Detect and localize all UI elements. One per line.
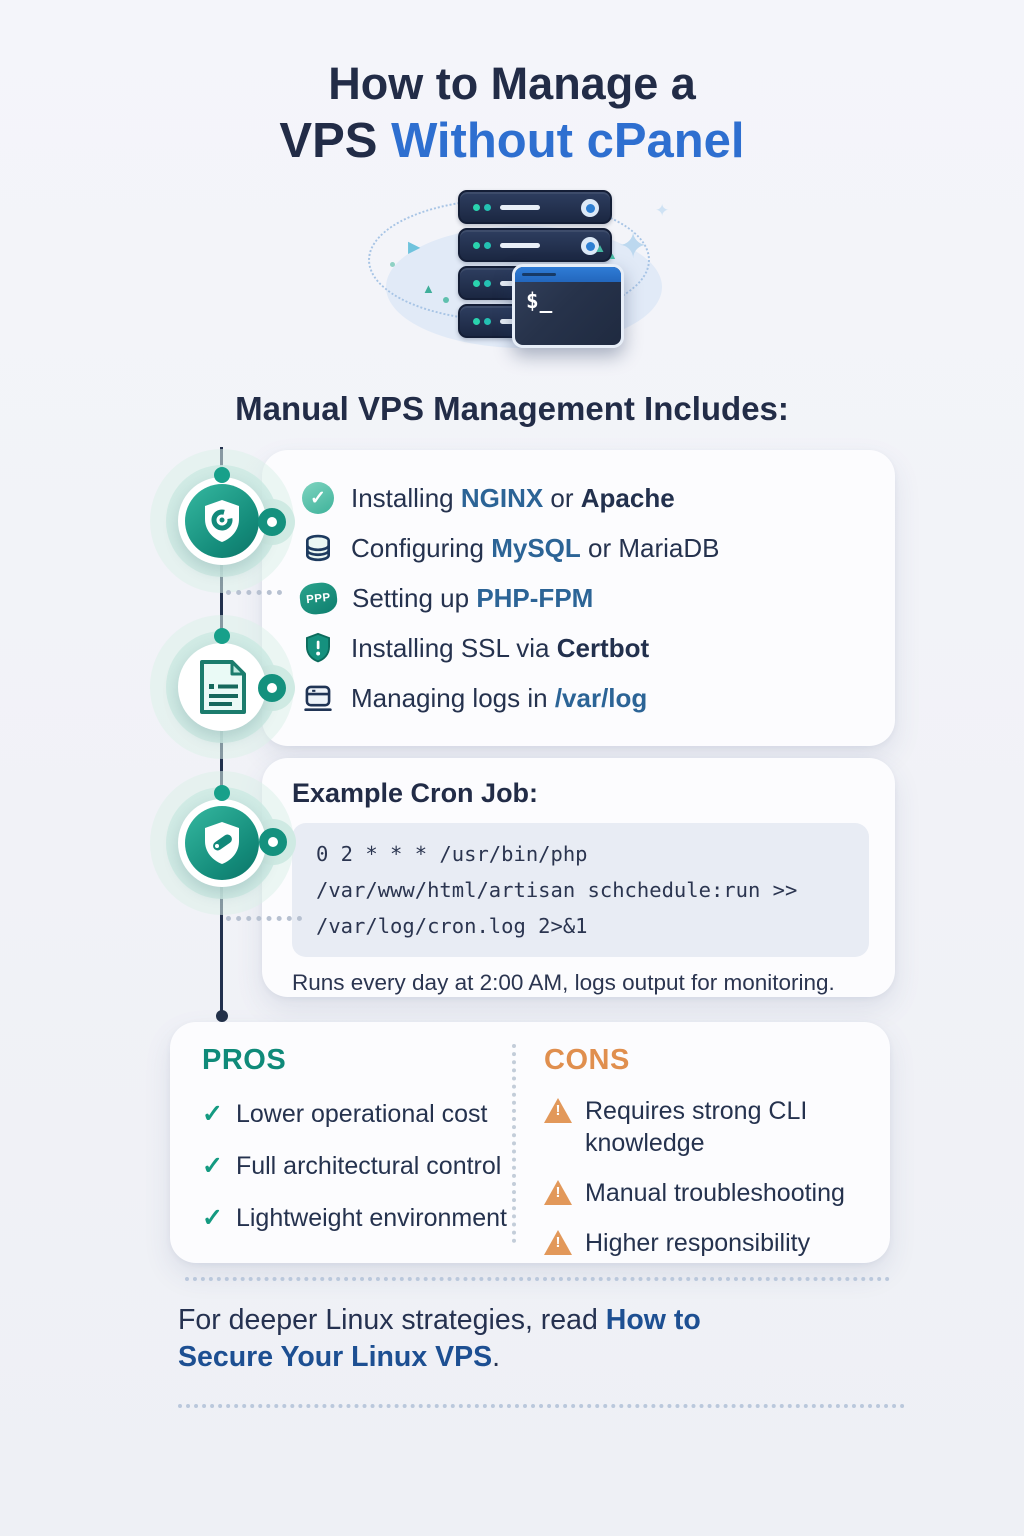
terminal-titlebar — [515, 267, 621, 282]
timeline-end-dot — [216, 1010, 228, 1022]
footer-text-run: For deeper Linux strategies, read — [178, 1304, 606, 1336]
dot-sparkle-icon — [443, 297, 449, 303]
shield-pill-icon — [205, 822, 239, 864]
con-item: ! Requires strong CLI knowledge — [544, 1095, 890, 1159]
dotted-separator — [185, 1277, 890, 1281]
checklist-item: Configuring MySQL or MariaDB — [262, 533, 895, 565]
checklist-item: PPP Setting up PHP-FPM — [262, 581, 895, 616]
checklist-item-text: Setting up PHP-FPM — [352, 582, 594, 613]
triangle-sparkle-icon: ▶ — [408, 239, 421, 256]
footer-article-link[interactable]: How to Secure Your Linux VPS — [178, 1304, 701, 1373]
pro-item-text: Full architectural control — [235, 1151, 502, 1180]
dotted-separator — [178, 1404, 905, 1408]
sparkle-icon: ✦ — [655, 201, 670, 220]
dotted-connector — [226, 916, 302, 921]
timeline-dot — [214, 785, 230, 801]
php-badge-icon: PPP — [298, 581, 339, 616]
section-heading: Manual VPS Management Includes: — [235, 390, 789, 427]
terminal-window-icon: $_ — [512, 264, 624, 348]
column-divider — [512, 1044, 516, 1243]
page-title-accent: Without cPanel — [391, 114, 745, 168]
checklist-item-text: Installing SSL via Certbot — [351, 632, 650, 663]
checklist-item: Installing SSL via Certbot — [262, 632, 895, 664]
page-title-vps: VPS — [279, 114, 392, 168]
cron-code-line: /var/log/cron.log 2>&1 — [316, 914, 588, 938]
checklist-item-text: Managing logs in /var/log — [351, 682, 648, 713]
checklist-item-text: Configuring MySQL or MariaDB — [351, 533, 720, 564]
server-rack-row — [458, 190, 612, 224]
pro-item: ✓ Lower operational cost — [202, 1099, 512, 1129]
document-icon — [200, 660, 246, 714]
page-title-line2: VPS Without cPanel — [0, 113, 1024, 169]
cron-card: Example Cron Job: 0 2 * * * /usr/bin/php… — [262, 758, 895, 997]
pros-title: PROS — [202, 1044, 287, 1076]
triangle-sparkle-icon: ▲ — [594, 241, 606, 255]
check-icon: ✓ — [202, 1152, 223, 1180]
shield-gear-icon — [205, 500, 239, 542]
cron-code-line: /var/www/html/artisan schchedule:run >> — [316, 878, 798, 902]
pros-column: PROS ✓ Lower operational cost ✓ Full archit… — [170, 1022, 512, 1263]
ring-icon — [258, 674, 286, 702]
cron-caption: Runs every day at 2:00 AM, logs output f… — [292, 970, 835, 995]
timeline-dot — [214, 628, 230, 644]
cron-code-line: 0 2 * * * /usr/bin/php — [316, 842, 588, 866]
con-item-text: Manual troubleshooting — [585, 1179, 845, 1207]
timeline-dot — [214, 467, 230, 483]
cons-title: CONS — [544, 1044, 630, 1076]
sparkle-icon: ✦ — [618, 225, 649, 266]
footer-note: For deeper Linux strategies, read How to… — [178, 1302, 798, 1376]
pros-cons-card: PROS ✓ Lower operational cost ✓ Full archit… — [170, 1022, 890, 1263]
server-rack-row — [458, 228, 612, 262]
pro-item: ✓ Lightweight environment — [202, 1203, 512, 1233]
con-item-text: Requires strong CLI knowledge — [585, 1097, 808, 1157]
check-icon: ✓ — [202, 1100, 223, 1128]
page-title-line1: How to Manage a — [328, 58, 696, 109]
ring-icon — [258, 508, 286, 536]
triangle-sparkle-icon: ▲ — [608, 251, 617, 261]
terminal-prompt: $_ — [526, 289, 554, 313]
warning-icon: ! — [544, 1180, 572, 1205]
database-icon — [300, 533, 336, 565]
con-item: ! Manual troubleshooting — [544, 1177, 890, 1209]
checklist-item: ✓ Installing NGINX or Apache — [262, 482, 895, 515]
pro-item-text: Lightweight environment — [235, 1203, 507, 1232]
ring-icon — [259, 828, 287, 856]
triangle-sparkle-icon: ▲ — [422, 281, 435, 296]
pros-list: ✓ Lower operational cost ✓ Full architectur… — [202, 1099, 512, 1233]
checklist-item: Managing logs in /var/log — [262, 683, 895, 714]
logs-icon — [300, 683, 336, 713]
cons-list: ! Requires strong CLI knowledge! Manual tr… — [544, 1095, 890, 1259]
dot-sparkle-icon — [390, 262, 395, 267]
server-led-icon — [581, 237, 599, 255]
con-item-text: Higher responsibility — [585, 1229, 811, 1257]
cron-title: Example Cron Job: — [292, 778, 539, 808]
ssl-shield-icon — [300, 632, 336, 664]
warning-icon: ! — [544, 1098, 572, 1123]
checklist-item-text: Installing NGINX or Apache — [351, 482, 675, 513]
warning-icon: ! — [544, 1230, 572, 1255]
check-icon: ✓ — [202, 1204, 223, 1232]
dotted-connector — [226, 590, 282, 595]
cons-column: CONS ! Requires strong CLI knowledge! Manu… — [516, 1022, 890, 1263]
server-led-icon — [581, 199, 599, 217]
pro-item: ✓ Full architectural control — [202, 1151, 512, 1181]
pro-item-text: Lower operational cost — [235, 1099, 488, 1128]
con-item: ! Higher responsibility — [544, 1227, 890, 1259]
footer-text-run: . — [492, 1341, 501, 1373]
cron-code-block: 0 2 * * * /usr/bin/php/var/www/html/arti… — [292, 823, 869, 957]
check-circle-icon: ✓ — [302, 482, 334, 515]
